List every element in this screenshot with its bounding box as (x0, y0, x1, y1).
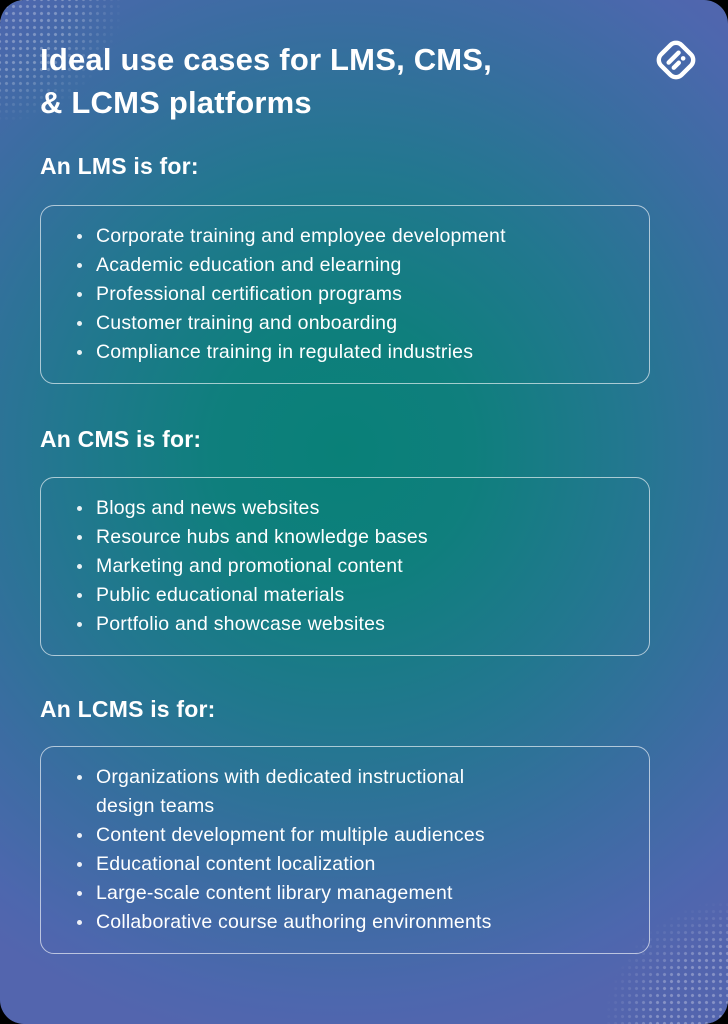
bullet-dot-icon (77, 321, 82, 326)
page-title: Ideal use cases for LMS, CMS, & LCMS pla… (40, 38, 688, 124)
list-item: Compliance training in regulated industr… (77, 338, 631, 367)
section-lcms-heading: An LCMS is for: (40, 696, 216, 722)
brand-diamond-logo-icon (650, 34, 702, 86)
list-item-text: Professional certification programs (96, 283, 403, 305)
list-item: Educational content localization (77, 850, 631, 879)
list-item: Customer training and onboarding (77, 309, 631, 338)
section-lcms: An LCMS is for: Organizations with dedic… (40, 694, 688, 954)
list-item-text: Customer training and onboarding (96, 312, 398, 334)
page-title-line-1: Ideal use cases for LMS, CMS, (40, 42, 493, 77)
list-item: Public educational materials (77, 581, 631, 610)
header: Ideal use cases for LMS, CMS, & LCMS pla… (40, 38, 696, 124)
bullet-dot-icon (77, 506, 82, 511)
cms-bullet-list: Blogs and news websites Resource hubs an… (41, 494, 631, 639)
list-item: Collaborative course authoring environme… (77, 908, 631, 937)
list-item-text: Corporate training and employee developm… (96, 225, 506, 247)
list-item-text: Blogs and news websites (96, 497, 320, 519)
list-item-text: Portfolio and showcase websites (96, 613, 386, 635)
bullet-dot-icon (77, 833, 82, 838)
bullet-dot-icon (77, 564, 82, 569)
list-item: Marketing and promotional content (77, 552, 631, 581)
bullet-dot-icon (77, 535, 82, 540)
section-cms-heading: An CMS is for: (40, 426, 202, 452)
list-item-text: Collaborative course authoring environme… (96, 911, 492, 933)
list-item-text: Marketing and promotional content (96, 555, 403, 577)
section-cms: An CMS is for: Blogs and news websites R… (40, 424, 688, 656)
list-item: Resource hubs and knowledge bases (77, 523, 631, 552)
list-item: Content development for multiple audienc… (77, 821, 631, 850)
list-item: Corporate training and employee developm… (77, 222, 631, 251)
list-item-text: Content development for multiple audienc… (96, 824, 485, 846)
section-lms: An LMS is for: Corporate training and em… (40, 151, 688, 384)
list-item-text: Compliance training in regulated industr… (96, 341, 474, 363)
bullet-dot-icon (77, 350, 82, 355)
list-item: Large-scale content library management (77, 879, 631, 908)
list-item: Blogs and news websites (77, 494, 631, 523)
bullet-dot-icon (77, 862, 82, 867)
page-title-line-2: & LCMS platforms (40, 85, 312, 120)
list-item-text: Public educational materials (96, 584, 345, 606)
bullet-dot-icon (77, 292, 82, 297)
lms-bullet-list: Corporate training and employee developm… (41, 222, 631, 367)
list-item: Organizations with dedicated instruction… (77, 763, 631, 821)
bullet-dot-icon (77, 891, 82, 896)
list-item-text: Large-scale content library management (96, 882, 453, 904)
list-item-text: Resource hubs and knowledge bases (96, 526, 428, 548)
bullet-dot-icon (77, 920, 82, 925)
lms-use-cases-box: Corporate training and employee developm… (40, 205, 650, 384)
list-item-text: Academic education and elearning (96, 254, 402, 276)
bullet-dot-icon (77, 263, 82, 268)
list-item: Academic education and elearning (77, 251, 631, 280)
section-lms-heading: An LMS is for: (40, 153, 199, 179)
lcms-bullet-list: Organizations with dedicated instruction… (41, 763, 631, 937)
bullet-dot-icon (77, 775, 82, 780)
bullet-dot-icon (77, 234, 82, 239)
cms-use-cases-box: Blogs and news websites Resource hubs an… (40, 477, 650, 656)
list-item-text: Educational content localization (96, 853, 376, 875)
list-item: Portfolio and showcase websites (77, 610, 631, 639)
list-item: Professional certification programs (77, 280, 631, 309)
bullet-dot-icon (77, 622, 82, 627)
list-item-text: Organizations with dedicated instruction… (96, 766, 465, 817)
lcms-use-cases-box: Organizations with dedicated instruction… (40, 746, 650, 954)
bullet-dot-icon (77, 593, 82, 598)
